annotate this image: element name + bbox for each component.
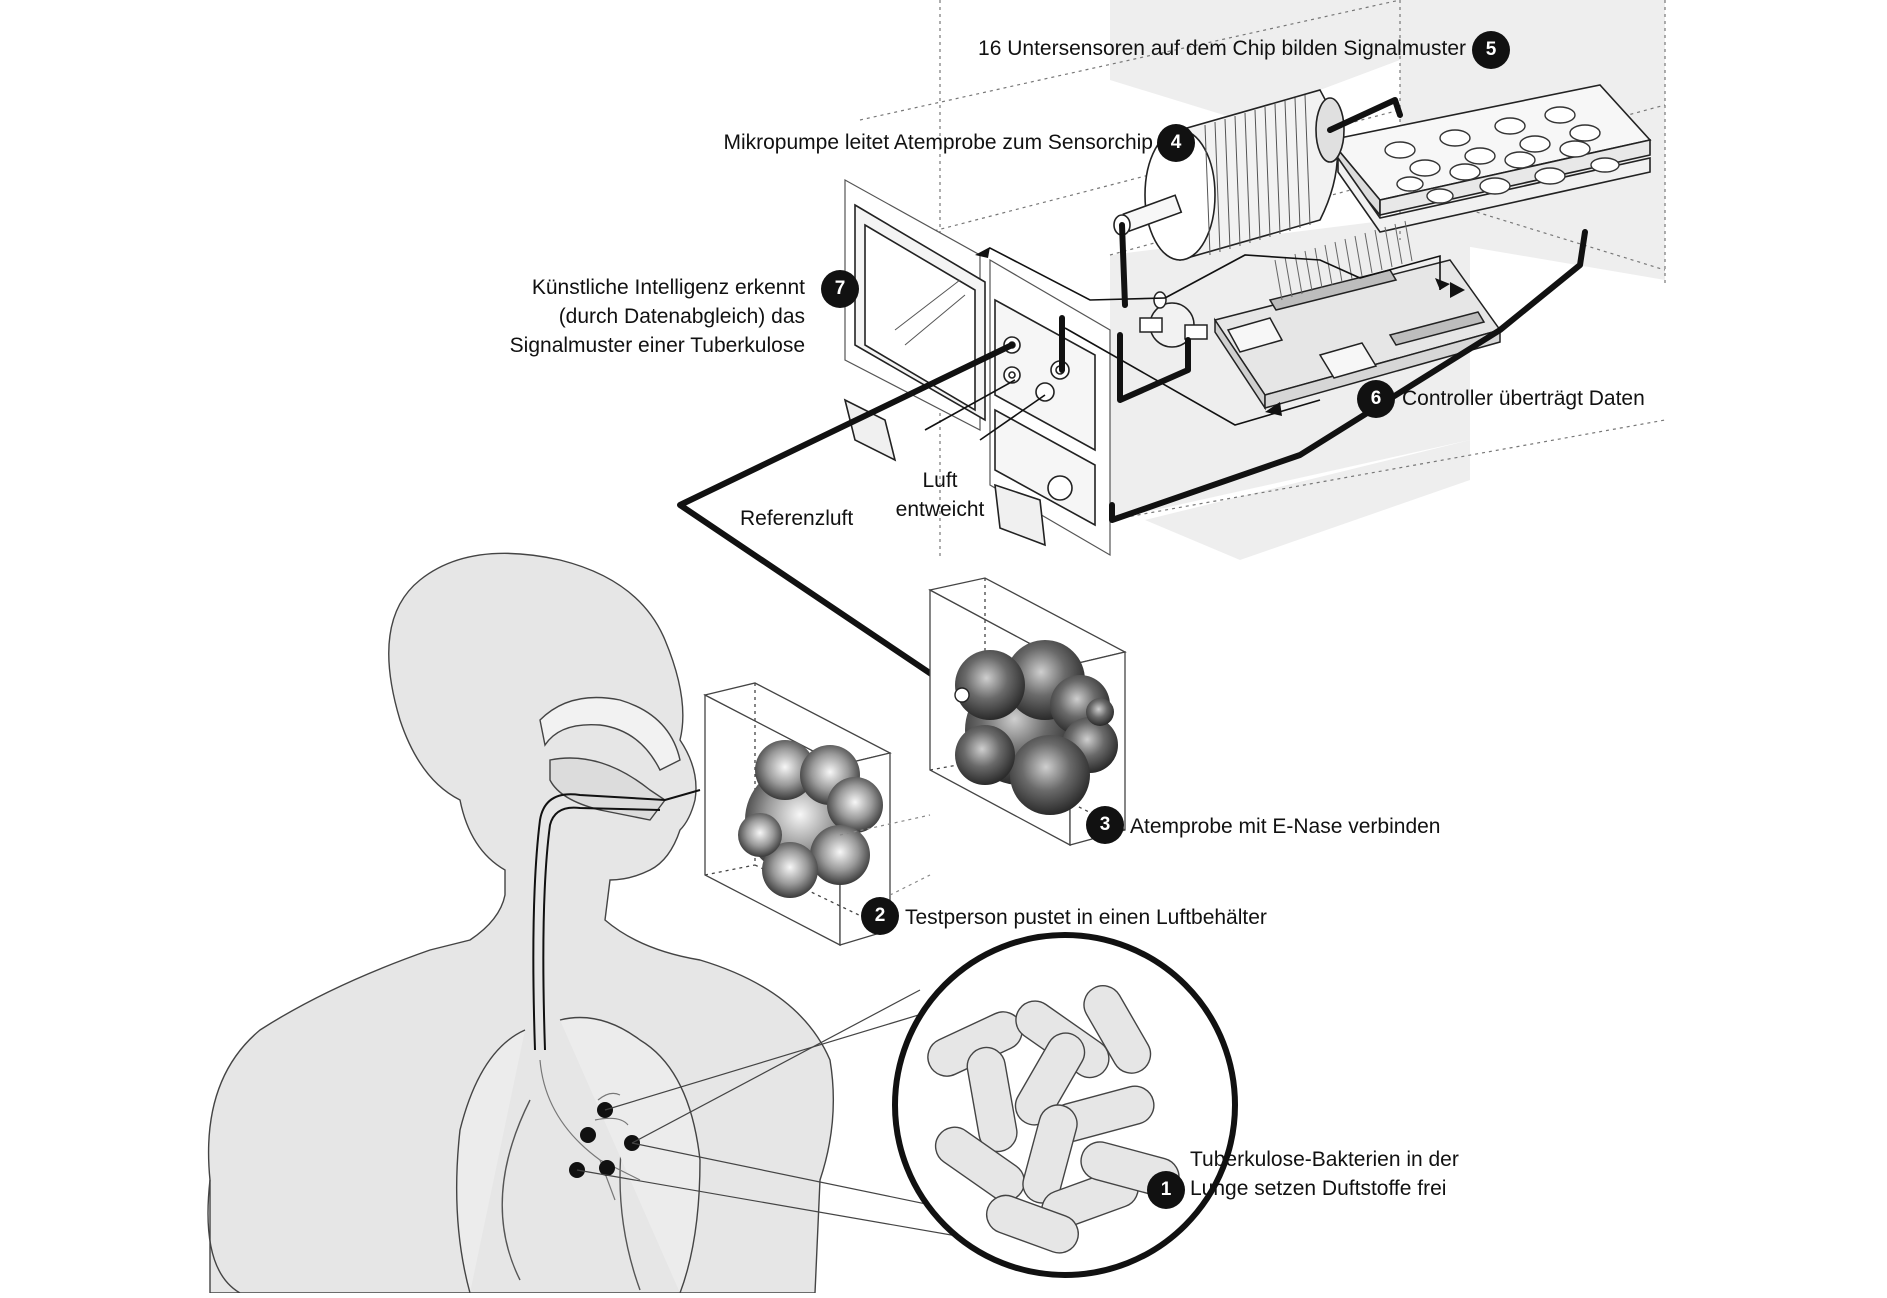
step-3-label: Atemprobe mit E-Nase verbinden [1130,815,1441,838]
step-3-badge: 3 [1086,806,1124,844]
step-4-label: Mikropumpe leitet Atemprobe zum Sensorch… [723,131,1153,154]
step-5-label: 16 Untersensoren auf dem Chip bilden Sig… [978,37,1466,60]
step-2-badge: 2 [861,897,899,935]
micropump [1113,89,1345,261]
step-6-badge: 6 [1357,380,1395,418]
step-1-label-line-1: Tuberkulose-Bakterien in der [1190,1148,1459,1171]
step-1-label-line-2: Lunge setzen Duftstoffe frei [1190,1177,1447,1200]
reference-air-label: Referenzluft [740,507,854,530]
step-4-badge: 4 [1157,124,1195,162]
step-2-label: Testperson pustet in einen Luftbehälter [905,906,1267,929]
breath-cloud-2 [738,740,883,898]
step-7-label-line-3: Signalmuster einer Tuberkulose [509,334,805,357]
step-5-badge: 5 [1472,31,1510,69]
step-6-label: Controller überträgt Daten [1402,387,1645,410]
air-escapes-label-line-1: Luft [922,469,958,492]
sensor-chip [1328,84,1652,233]
airway [532,789,701,1051]
controller-board [1213,220,1502,411]
valve-junction [1139,291,1208,348]
tubes [677,97,1588,693]
human-figure [207,552,835,1294]
step-7-badge: 7 [821,270,859,308]
dotted-connectors [839,814,931,896]
step-7-label-line-2: (durch Datenabgleich) das [558,305,805,328]
airway-inner [539,1059,641,1201]
bacteria-rods [927,985,1180,1254]
step-1-badge: 1 [1147,1171,1185,1209]
breath-cloud-3 [955,640,1118,815]
monitor [843,178,1111,557]
air-escapes-label-line-2: entweicht [895,498,985,521]
magnifier-lines [576,989,981,1241]
flow-arrow-heads [975,247,1465,416]
step-7-label-line-1: Künstliche Intelligenz erkennt [531,276,805,299]
